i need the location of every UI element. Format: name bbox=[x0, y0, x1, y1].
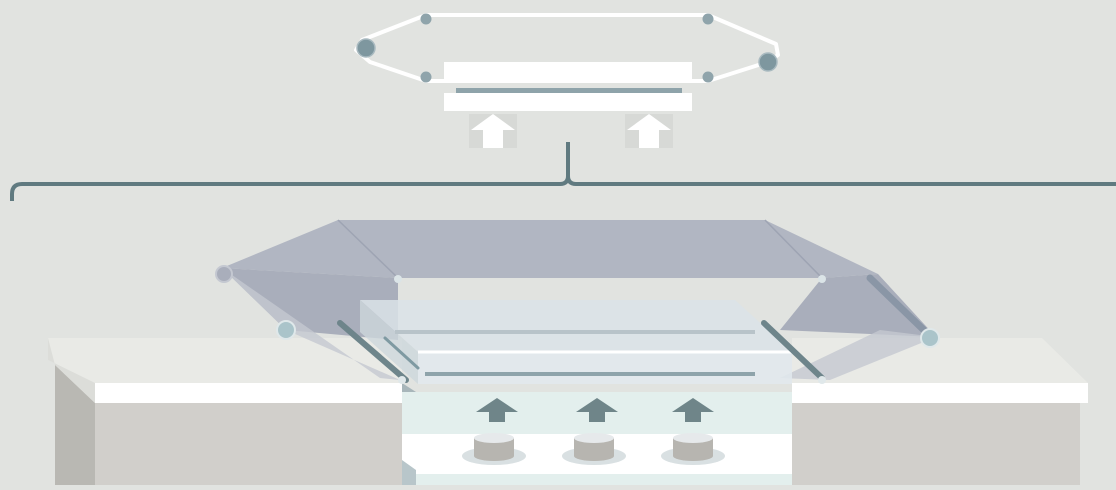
up-arrow-icon bbox=[469, 114, 517, 148]
schematic-top-view bbox=[356, 14, 778, 149]
up-arrow-icon bbox=[625, 114, 673, 148]
pulley-icon bbox=[421, 72, 432, 83]
pulley-icon bbox=[703, 14, 714, 25]
pulley-icon bbox=[703, 72, 714, 83]
schematic-dark-strip bbox=[456, 88, 682, 93]
schematic-upper-plate bbox=[444, 62, 692, 82]
belt-top-surface bbox=[222, 220, 878, 278]
pulley-icon bbox=[277, 321, 295, 339]
pulley-icon bbox=[357, 39, 375, 57]
schematic-lower-plate bbox=[444, 93, 692, 111]
left-table bbox=[48, 338, 402, 485]
pulley-icon bbox=[818, 275, 826, 283]
brace-icon bbox=[12, 142, 1116, 201]
pulley-icon bbox=[759, 53, 777, 71]
belt-right-fold bbox=[780, 274, 936, 337]
pulley-icon bbox=[921, 329, 939, 347]
pulley-icon bbox=[394, 275, 402, 283]
machine-illustration bbox=[48, 220, 1088, 485]
pulley-icon bbox=[216, 266, 232, 282]
pulley-icon bbox=[421, 14, 432, 25]
pulley-icon bbox=[818, 376, 826, 384]
glass-assembly bbox=[360, 300, 792, 384]
pulley-icon bbox=[398, 376, 406, 384]
